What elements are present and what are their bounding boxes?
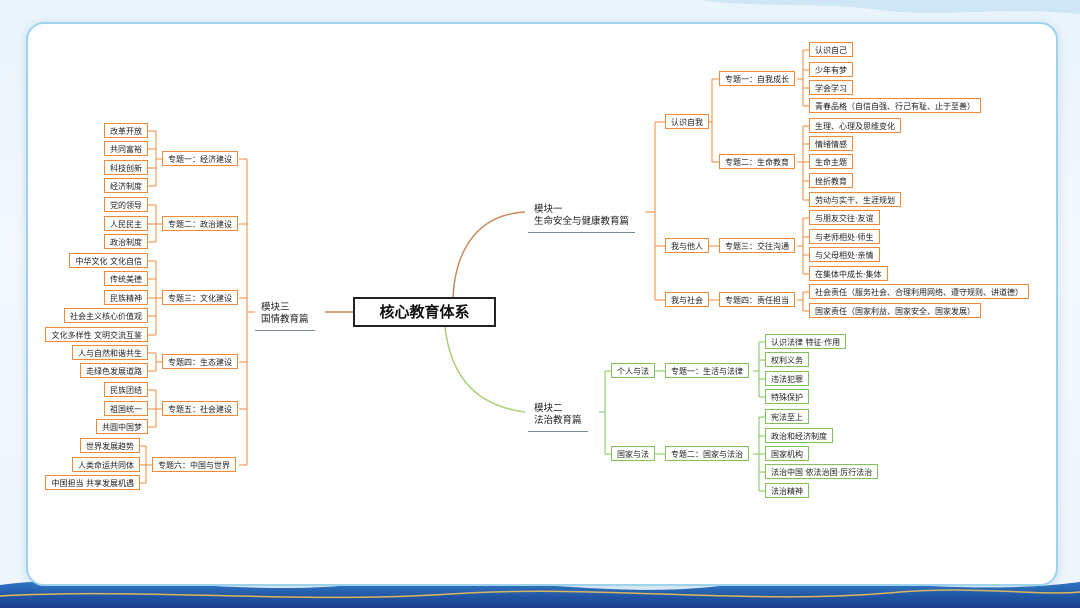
central-topic: 核心教育体系 xyxy=(353,297,496,327)
module-1-number: 模块一 xyxy=(534,204,563,215)
m2-leaf: 宪法至上 xyxy=(765,409,809,424)
m3-leaf: 人与自然和谐共生 xyxy=(72,345,148,360)
m3-leaf: 中华文化 文化自信 xyxy=(69,253,148,268)
m1-topic-1: 专题一：自我成长 xyxy=(719,71,795,86)
m3-topic-2: 专题二：政治建设 xyxy=(162,216,238,231)
m2-leaf: 权利义务 xyxy=(765,352,809,367)
m1-leaf: 生命主题 xyxy=(809,154,853,169)
m2-leaf: 违法犯罪 xyxy=(765,371,809,386)
m2-topic-1: 专题一：生活与法律 xyxy=(665,363,749,378)
m2-leaf: 法治精神 xyxy=(765,483,809,498)
m2-leaf: 法治中国 依法治国·厉行法治 xyxy=(765,464,879,479)
m3-leaf: 人民民主 xyxy=(104,216,148,231)
m2-group-individual: 个人与法 xyxy=(611,363,655,378)
m1-leaf: 认识自己 xyxy=(809,42,853,57)
module-3-node: 模块三 国情教育篇 xyxy=(255,298,315,331)
m3-leaf: 改革开放 xyxy=(104,123,148,138)
m3-topic-5: 专题五：社会建设 xyxy=(162,401,238,416)
module-3-number: 模块三 xyxy=(261,302,290,313)
m1-topic-3: 专题三：交往沟通 xyxy=(719,238,795,253)
m2-leaf: 国家机构 xyxy=(765,446,809,461)
m1-leaf: 挫折教育 xyxy=(809,173,853,188)
m3-leaf: 传统美德 xyxy=(104,271,148,286)
m3-leaf: 走绿色发展道路 xyxy=(80,363,148,378)
m3-leaf: 世界发展趋势 xyxy=(80,438,140,453)
m3-topic-3: 专题三：文化建设 xyxy=(162,290,238,305)
m1-leaf: 学会学习 xyxy=(809,80,853,95)
m3-leaf: 民族精神 xyxy=(104,290,148,305)
module-2-node: 模块二 法治教育篇 xyxy=(528,399,588,432)
m3-leaf: 人类命运共同体 xyxy=(72,457,140,472)
m1-topic-2: 专题二：生命教育 xyxy=(719,154,795,169)
m2-leaf: 特殊保护 xyxy=(765,389,809,404)
m1-leaf: 在集体中成长·集体 xyxy=(809,266,888,281)
m1-leaf: 少年有梦 xyxy=(809,62,853,77)
m2-leaf: 认识法律 特征·作用 xyxy=(765,334,847,349)
m3-leaf: 社会主义核心价值观 xyxy=(64,308,148,323)
m1-leaf: 社会责任（服务社会、合理利用网络、遵守规则、讲道德） xyxy=(809,284,1029,299)
m3-leaf: 文化多样性 文明交流互鉴 xyxy=(45,327,148,342)
m1-leaf: 情绪情感 xyxy=(809,136,853,151)
m1-leaf: 生理、心理及思维变化 xyxy=(809,118,901,133)
module-1-node: 模块一 生命安全与健康教育篇 xyxy=(528,200,636,233)
m2-group-state: 国家与法 xyxy=(611,446,655,461)
module-2-title: 法治教育篇 xyxy=(534,415,582,426)
module-1-title: 生命安全与健康教育篇 xyxy=(534,216,630,227)
m1-leaf: 与老师相处·师生 xyxy=(809,229,880,244)
m1-group-society: 我与社会 xyxy=(665,292,709,307)
m2-topic-2: 专题二：国家与法治 xyxy=(665,446,749,461)
m1-leaf: 国家责任（国家利益、国家安全、国家发展） xyxy=(809,303,981,318)
wave-top-decoration xyxy=(700,0,1080,14)
m2-leaf: 政治和经济制度 xyxy=(765,428,833,443)
m3-leaf: 党的领导 xyxy=(104,197,148,212)
m1-leaf: 劳动与实干、生涯规划 xyxy=(809,192,901,207)
wave-bottom-decoration xyxy=(0,580,1080,608)
m1-topic-4: 专题四：责任担当 xyxy=(719,292,795,307)
m3-topic-1: 专题一：经济建设 xyxy=(162,151,238,166)
m3-leaf: 共同富裕 xyxy=(104,141,148,156)
m1-leaf: 与父母相处·亲情 xyxy=(809,247,880,262)
m3-leaf: 民族团结 xyxy=(104,382,148,397)
m3-topic-6: 专题六：中国与世界 xyxy=(152,457,236,472)
m3-topic-4: 专题四：生态建设 xyxy=(162,354,238,369)
m3-leaf: 共圆中国梦 xyxy=(96,419,148,434)
m3-leaf: 中国担当 共享发展机遇 xyxy=(45,475,140,490)
module-2-number: 模块二 xyxy=(534,403,563,414)
m3-leaf: 科技创新 xyxy=(104,160,148,175)
m3-leaf: 祖国统一 xyxy=(104,401,148,416)
m1-group-others: 我与他人 xyxy=(665,238,709,253)
module-3-title: 国情教育篇 xyxy=(261,314,309,325)
m1-leaf: 青春品格（自信自强、行己有耻、止于至善） xyxy=(809,98,981,113)
m1-leaf: 与朋友交往·友谊 xyxy=(809,210,880,225)
m3-leaf: 政治制度 xyxy=(104,234,148,249)
m1-group-self: 认识自我 xyxy=(665,114,709,129)
m3-leaf: 经济制度 xyxy=(104,178,148,193)
